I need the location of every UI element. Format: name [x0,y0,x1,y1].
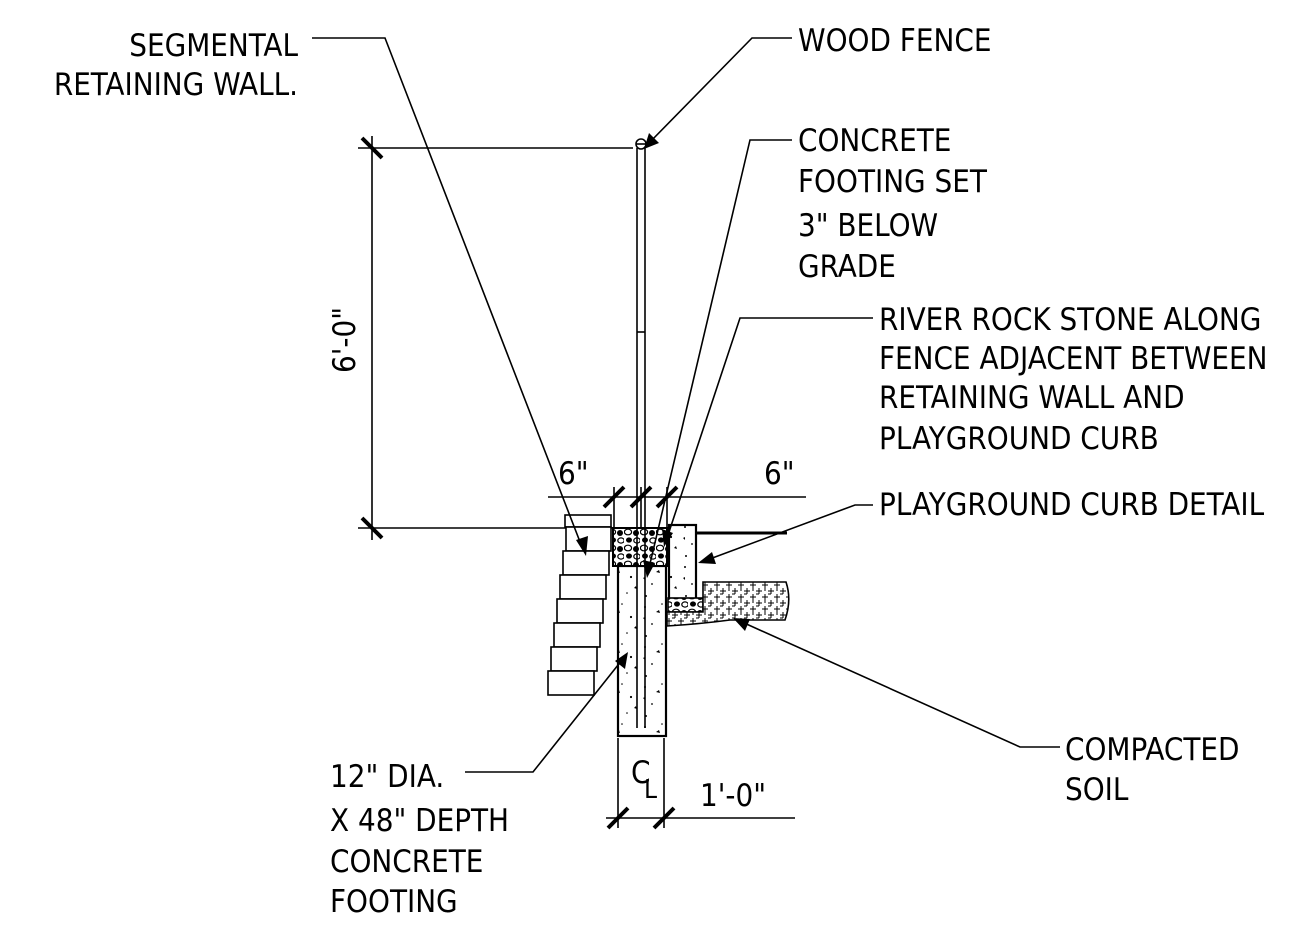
segmental-retaining-wall-line-2: RETAINING WALL. [54,67,298,103]
leader-wood-fence [649,37,792,143]
height-dimension-text: 6'-0" [327,307,363,373]
segmental-retaining-wall [547,514,612,696]
river-rock-line-4: PLAYGROUND CURB [879,421,1159,457]
wall-block-3 [559,574,607,600]
concrete-footing-set-line-2: FOOTING SET [798,164,988,200]
compacted-soil-line-1: COMPACTED [1065,732,1239,768]
river-rock-line-2: FENCE ADJACENT BETWEEN [879,341,1268,377]
wall-block-4 [556,598,604,624]
leader-river-rock [666,317,873,539]
concrete-footing-set-line-1: CONCRETE [798,123,951,159]
wood-fence-label: WOOD FENCE [798,23,991,59]
leader-segmental-wall [312,37,583,548]
leader-arrow-wood-fence [644,133,659,149]
height-tick-bottom [360,516,384,540]
width-tick-right [655,485,679,509]
river-rock-label: RIVER ROCK STONE ALONG FENCE ADJACENT BE… [879,302,1268,457]
footing-note-line-2: X 48" DEPTH [330,803,509,839]
footing-tick-right [652,806,676,830]
segmental-retaining-wall-label: SEGMENTAL RETAINING WALL. [54,28,299,103]
segmental-retaining-wall-line-1: SEGMENTAL [129,28,298,64]
compacted-soil-line-2: SOIL [1065,772,1129,808]
curb-base-rock [667,597,704,613]
centerline-symbol: C L [631,755,657,805]
leader-arrow-footing-note [615,652,628,669]
river-rock-line-1: RIVER ROCK STONE ALONG [879,302,1261,338]
centerline-l: L [644,775,657,805]
leader-arrow-compacted-soil [733,618,750,631]
river-rock-fill [612,527,668,567]
playground-curb-detail-label: PLAYGROUND CURB DETAIL [879,487,1265,523]
leader-compacted-soil [741,621,1060,748]
playground-curb [667,523,698,602]
height-tick-top [360,136,384,160]
concrete-footing-set-label: CONCRETE FOOTING SET 3" BELOW GRADE [798,123,988,285]
wall-block-7 [547,670,595,696]
leader-concrete-footing-set [648,139,792,569]
footing-width-text: 1'-0" [700,778,766,814]
leader-footing-note [465,659,623,773]
centerline-c: C [631,755,650,791]
leader-lines [312,37,1060,773]
concrete-footing-set-line-4: GRADE [798,249,896,285]
leader-arrow-river-rock [662,529,673,547]
right-width-text: 6" [764,456,795,492]
footing-tick-left [606,806,630,830]
concrete-footing [616,564,668,738]
wall-block-6 [550,646,598,672]
footing-width-dimension: 1'-0" [606,738,795,830]
footing-note-line-3: CONCRETE [330,844,483,880]
leader-playground-curb [706,504,873,561]
leader-arrow-segmental-wall [576,536,588,556]
river-rock-line-3: RETAINING WALL AND [879,380,1185,416]
leader-arrow-playground-curb [698,552,716,564]
height-dimension: 6'-0" [327,136,633,540]
width-tick-left [602,485,626,509]
footing-note-label: 12" DIA. X 48" DEPTH CONCRETE FOOTING [330,759,509,920]
width-tick-mid [629,485,653,509]
wall-block-5 [553,622,601,648]
concrete-footing-set-line-3: 3" BELOW [798,208,938,244]
footing-note-line-1: 12" DIA. [330,759,444,795]
compacted-soil-mass [666,581,790,627]
wall-block-1 [565,526,612,552]
leader-arrow-concrete-footing-set [643,560,655,578]
footing-note-line-4: FOOTING [330,884,458,920]
compacted-soil-label: COMPACTED SOIL [1065,732,1239,808]
left-width-text: 6" [558,456,589,492]
